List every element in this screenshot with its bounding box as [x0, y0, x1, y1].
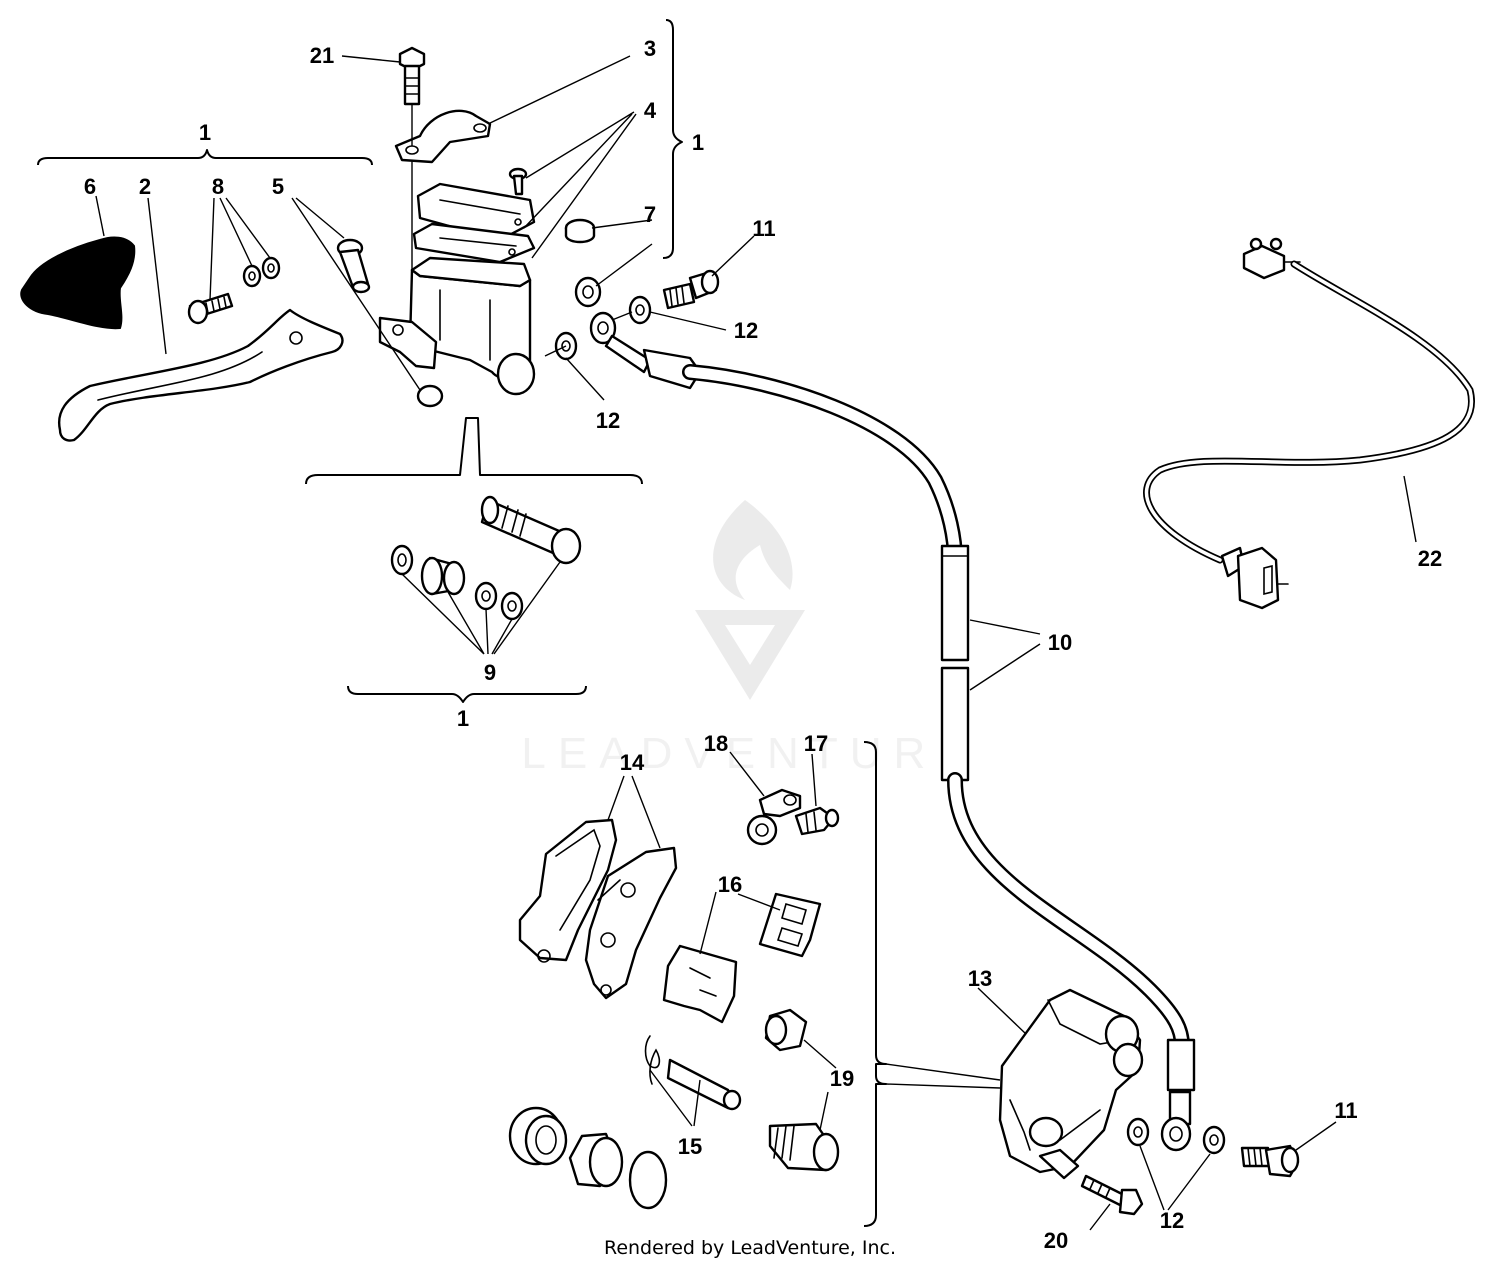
callout-17: 17 — [804, 731, 828, 756]
brace-top-right — [662, 19, 683, 259]
callout-6: 6 — [84, 174, 96, 199]
caliper-piston-part — [568, 1132, 624, 1188]
piston-oring-part — [628, 1150, 668, 1210]
handlebar-clamp-part — [394, 109, 492, 164]
callout-1-top-left: 1 — [199, 120, 211, 145]
reservoir-diaphragm-part — [412, 222, 536, 264]
master-cylinder-body — [378, 256, 536, 408]
cylinder-seal-part — [564, 218, 596, 244]
cover-screw-part — [508, 167, 528, 196]
pad-spring-part — [662, 944, 738, 1024]
brake-switch-part — [1143, 237, 1475, 610]
washer-12-bottom-right — [1202, 1125, 1226, 1155]
lever-edge-line — [97, 351, 263, 401]
callout-14: 14 — [620, 750, 645, 775]
lever-boot-part — [20, 236, 136, 330]
callout-1-top-right: 1 — [692, 130, 704, 155]
caliper-bolt-part — [1080, 1174, 1144, 1216]
caliper-kit-leader — [885, 1063, 1001, 1089]
lever-screw-part — [187, 292, 234, 325]
brace-inset-top — [305, 417, 643, 485]
callout-11-top: 11 — [752, 216, 775, 241]
callout-16: 16 — [718, 872, 742, 897]
callout-labels: 21 3 4 1 1 7 11 12 12 6 2 8 5 9 1 10 22 … — [84, 36, 1442, 1253]
slide-bushing-part — [764, 1008, 808, 1052]
pad-pin-part — [644, 1035, 742, 1111]
callout-22: 22 — [1418, 546, 1442, 571]
part-9-leaders — [401, 561, 561, 655]
brake-lever-part — [57, 308, 344, 442]
callout-2: 2 — [139, 174, 151, 199]
callout-5: 5 — [272, 174, 284, 199]
pad-retainer-part — [758, 892, 822, 958]
clamp-bolt-part — [398, 46, 426, 106]
sealing-washer-part — [574, 276, 602, 308]
bleeder-cap-part — [746, 788, 802, 846]
callout-12-top-right: 12 — [734, 318, 758, 343]
render-credit: Rendered by LeadVenture, Inc. — [604, 1237, 896, 1259]
pivot-bolt-part — [336, 238, 371, 294]
callout-7: 7 — [644, 202, 656, 227]
brake-caliper-part — [998, 988, 1144, 1180]
callout-12-top-left: 12 — [596, 408, 620, 433]
banjo-bolt-top-part — [662, 269, 720, 310]
callout-3: 3 — [644, 36, 656, 61]
callout-18: 18 — [704, 731, 728, 756]
slide-pin-part — [768, 1122, 840, 1172]
brace-top-left — [37, 149, 373, 166]
caliper-seal-part — [508, 1106, 568, 1166]
callout-10: 10 — [1048, 630, 1072, 655]
callout-8: 8 — [212, 174, 224, 199]
brake-pad-left-part — [518, 818, 618, 963]
washer-8a — [242, 264, 262, 288]
washer-12-bottom-left — [1126, 1117, 1150, 1147]
callout-19: 19 — [830, 1066, 854, 1091]
callout-21: 21 — [310, 43, 334, 68]
callout-11-bottom: 11 — [1334, 1098, 1357, 1123]
brake-pad-right-part — [584, 846, 678, 1000]
callout-12-bottom: 12 — [1160, 1208, 1184, 1233]
washer-12-top-right — [628, 295, 652, 325]
callout-4: 4 — [644, 98, 657, 123]
brace-inset-bottom — [347, 685, 587, 703]
bleeder-valve-part — [794, 806, 840, 836]
watermark-text: LEADVENTURE — [521, 729, 978, 778]
leader-lines — [95, 55, 1417, 1231]
callout-9: 9 — [484, 660, 496, 685]
washer-8b — [261, 256, 281, 280]
callout-13: 13 — [968, 966, 992, 991]
leadventure-watermark: LEADVENTURE — [521, 500, 978, 778]
reservoir-cover-part — [416, 182, 536, 242]
piston-kit-part — [390, 495, 582, 621]
brace-caliper-kit — [863, 741, 887, 1227]
callout-1-inset: 1 — [457, 706, 469, 731]
callout-15: 15 — [678, 1134, 702, 1159]
lever-pivot-hole — [289, 331, 303, 345]
brake-hose-part — [589, 311, 1196, 1152]
callout-20: 20 — [1044, 1228, 1068, 1253]
banjo-bolt-bottom-part — [1240, 1144, 1300, 1178]
